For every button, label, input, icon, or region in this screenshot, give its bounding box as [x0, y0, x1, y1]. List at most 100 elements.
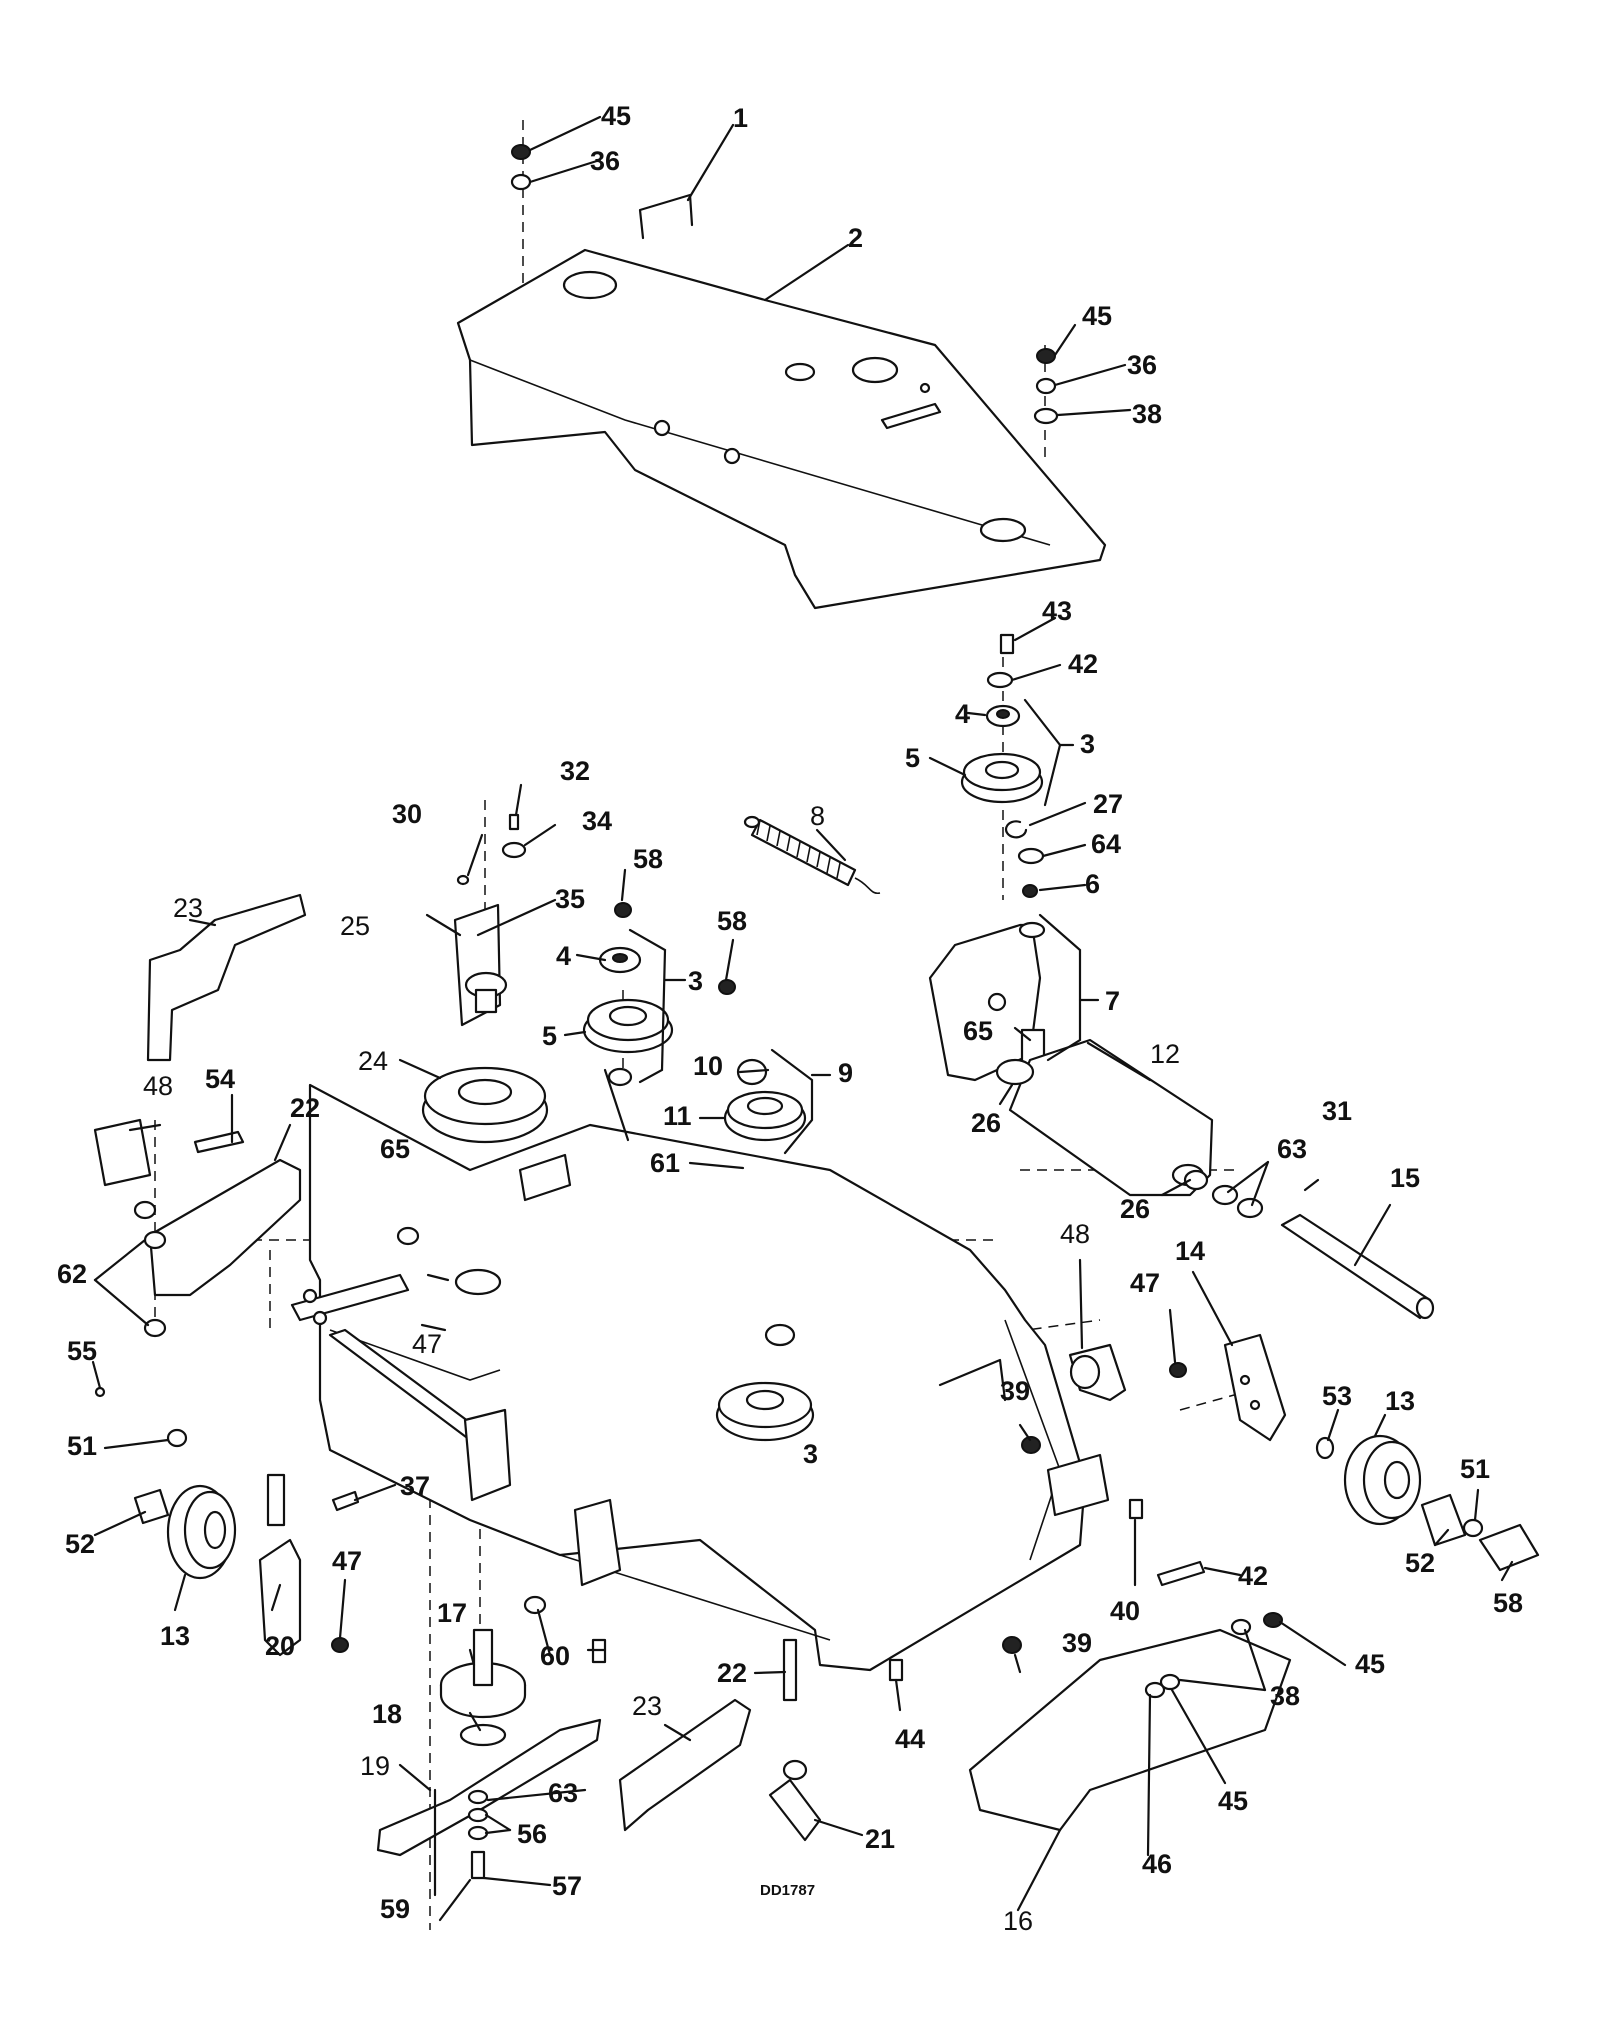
callout-42-top-left: 45 [601, 101, 631, 131]
callout-37: 37 [400, 1471, 430, 1501]
front-lift-arm-assembly [618, 1638, 904, 1842]
bracket-assembly-left [453, 813, 527, 1027]
callout-59: 57 [552, 1871, 582, 1901]
callout-38-deck: 39 [1000, 1376, 1030, 1406]
callout-64: 59 [380, 1894, 410, 1924]
callout-42-top-right: 45 [1082, 301, 1112, 331]
callout-6: 6 [1085, 869, 1100, 899]
callout-22-lower: 22 [717, 1658, 747, 1688]
callout-42-chute: 45 [1218, 1786, 1248, 1816]
callout-18: 18 [372, 1699, 402, 1729]
callout-17: 17 [437, 1598, 467, 1628]
callout-34: 32 [560, 756, 590, 786]
callout-51-left: 52 [65, 1529, 95, 1559]
hairpin [638, 193, 694, 240]
callout-50-right: 51 [1460, 1454, 1490, 1484]
callout-20: 20 [265, 1631, 295, 1661]
callout-62: 61 [650, 1148, 680, 1178]
callout-3-deck: 3 [803, 1439, 818, 1469]
callout-56-center: 58 [633, 844, 663, 874]
callout-22-upper: 22 [290, 1093, 320, 1123]
callout-14: 14 [1175, 1236, 1205, 1266]
callout-4-center: 4 [556, 941, 571, 971]
callout-2: 2 [848, 223, 863, 253]
discharge-chute [968, 1498, 1292, 1832]
callout-32: 31 [1322, 1096, 1352, 1126]
callout-47: 42 [1238, 1561, 1268, 1591]
callout-13-right: 13 [1385, 1386, 1415, 1416]
tension-spring [743, 815, 881, 895]
callout-54: 55 [67, 1336, 97, 1366]
callout-4-right: 4 [955, 699, 970, 729]
axle-hardware [1183, 1169, 1435, 1320]
callout-15: 15 [1390, 1163, 1420, 1193]
callout-61: 64 [1091, 829, 1121, 859]
callout-50-left: 51 [67, 1431, 97, 1461]
callout-12: 12 [1150, 1039, 1180, 1069]
callout-52: 53 [1322, 1381, 1352, 1411]
lift-arm-left [146, 893, 307, 1062]
spindle-pulley [421, 1066, 549, 1144]
callout-49-left-deck: 47 [412, 1329, 442, 1359]
callout-21: 21 [865, 1824, 895, 1854]
callout-45: 43 [1042, 596, 1072, 626]
callout-25: 24 [358, 1046, 388, 1076]
spindle-blade-assembly [376, 1595, 607, 1880]
callout-38-chute: 39 [1062, 1628, 1092, 1658]
callout-9: 9 [838, 1058, 853, 1088]
left-wheel-assembly [93, 1118, 360, 1657]
callout-40-top-right: 36 [1127, 350, 1157, 380]
right-wheel-assembly [1021, 1333, 1540, 1572]
callout-44: 44 [895, 1724, 925, 1754]
callout-8: 8 [810, 801, 825, 831]
idler-pulley-stack-center [582, 902, 736, 1087]
callout-35: 34 [582, 806, 612, 836]
callout-24: 23 [173, 893, 203, 923]
deck-shield [456, 248, 1107, 610]
callout-56-right: 58 [717, 906, 747, 936]
callout-49-right: 47 [1130, 1268, 1160, 1298]
callout-5-right: 5 [905, 743, 920, 773]
callout-23: 23 [632, 1691, 662, 1721]
callout-10: 10 [693, 1051, 723, 1081]
callout-63: 62 [57, 1259, 87, 1289]
callout-65-right: 65 [963, 1016, 993, 1046]
callout-49-left: 47 [332, 1546, 362, 1576]
callout-55: 58 [1493, 1588, 1523, 1618]
idler-arm [928, 921, 1046, 1082]
callout-57-blade: 63 [548, 1778, 578, 1808]
callout-65-left: 65 [380, 1134, 410, 1164]
callout-3-right: 3 [1080, 729, 1095, 759]
callout-42-right: 45 [1355, 1649, 1385, 1679]
callout-27-lower: 26 [1120, 1194, 1150, 1224]
callout-7: 7 [1105, 986, 1120, 1016]
callout-58: 56 [517, 1819, 547, 1849]
callout-labels: 45 36 1 2 45 36 38 43 42 4 3 5 27 64 6 7… [57, 101, 1523, 1936]
callout-51-right: 52 [1405, 1548, 1435, 1578]
flat-idler-stack [723, 1058, 807, 1181]
callout-40-top-left: 36 [590, 146, 620, 176]
drawing-code: DD1787 [760, 1882, 815, 1899]
callout-57-right: 63 [1277, 1134, 1307, 1164]
callout-11: 11 [663, 1101, 692, 1131]
top-fasteners [510, 144, 1059, 425]
callout-13-left: 13 [160, 1621, 190, 1651]
callout-30: 27 [1093, 789, 1123, 819]
callout-60: 60 [540, 1641, 570, 1671]
callout-48-left: 48 [143, 1071, 173, 1101]
callout-53: 54 [205, 1064, 235, 1094]
callout-46: 46 [1142, 1849, 1172, 1879]
callout-31: 30 [392, 799, 422, 829]
callout-5-center: 5 [542, 1021, 557, 1051]
callout-39-chute: 38 [1270, 1681, 1300, 1711]
callout-48-right: 48 [1060, 1219, 1090, 1249]
callout-19: 19 [360, 1751, 390, 1781]
callout-16: 16 [1003, 1906, 1033, 1936]
leader-lines [91, 115, 1514, 1922]
callout-36: 35 [555, 884, 585, 914]
callout-1: 1 [733, 103, 748, 133]
callout-27-upper: 26 [971, 1108, 1001, 1138]
idler-pulley-stack-right [960, 633, 1045, 898]
callout-3-center: 3 [688, 966, 703, 996]
